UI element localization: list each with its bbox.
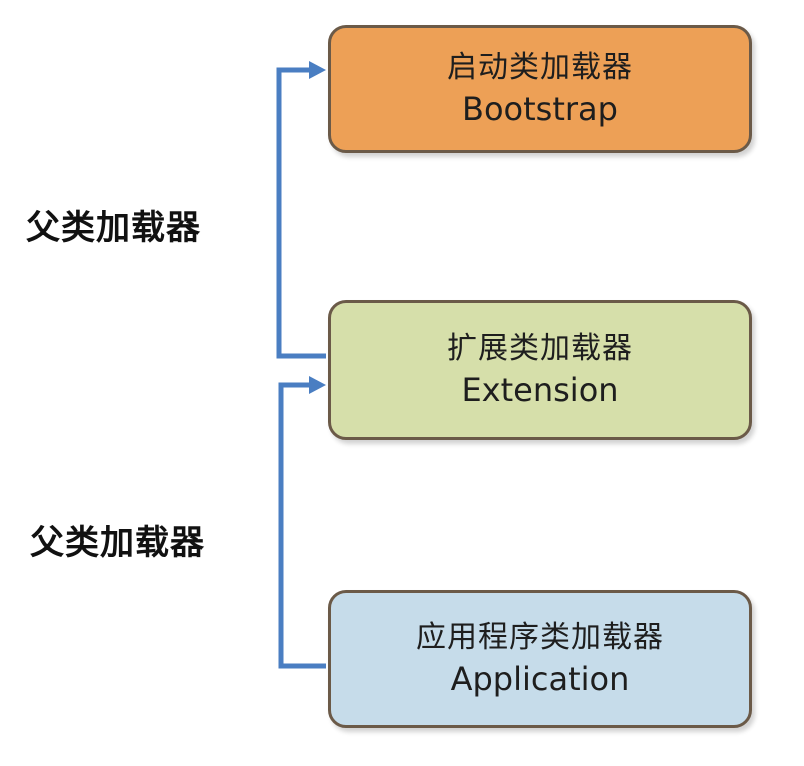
- parent-loader-label-upper: 父类加载器: [26, 208, 201, 248]
- parent-loader-label-lower: 父类加载器: [30, 523, 205, 563]
- connector-extension-to-bootstrap: [276, 67, 326, 359]
- extension-loader-en: Extension: [461, 371, 619, 409]
- arrowhead-bootstrap-icon: [309, 61, 326, 79]
- arrowhead-extension-icon: [309, 376, 326, 394]
- application-loader-box: 应用程序类加载器 Application: [328, 590, 752, 728]
- bootstrap-loader-cn: 启动类加载器: [447, 50, 633, 85]
- bootstrap-loader-en: Bootstrap: [462, 90, 618, 128]
- application-loader-en: Application: [450, 660, 630, 698]
- extension-loader-box: 扩展类加载器 Extension: [328, 300, 752, 440]
- bootstrap-loader-box: 启动类加载器 Bootstrap: [328, 25, 752, 153]
- application-loader-cn: 应用程序类加载器: [416, 620, 664, 655]
- extension-loader-cn: 扩展类加载器: [447, 331, 633, 366]
- connector-application-to-extension: [278, 382, 326, 669]
